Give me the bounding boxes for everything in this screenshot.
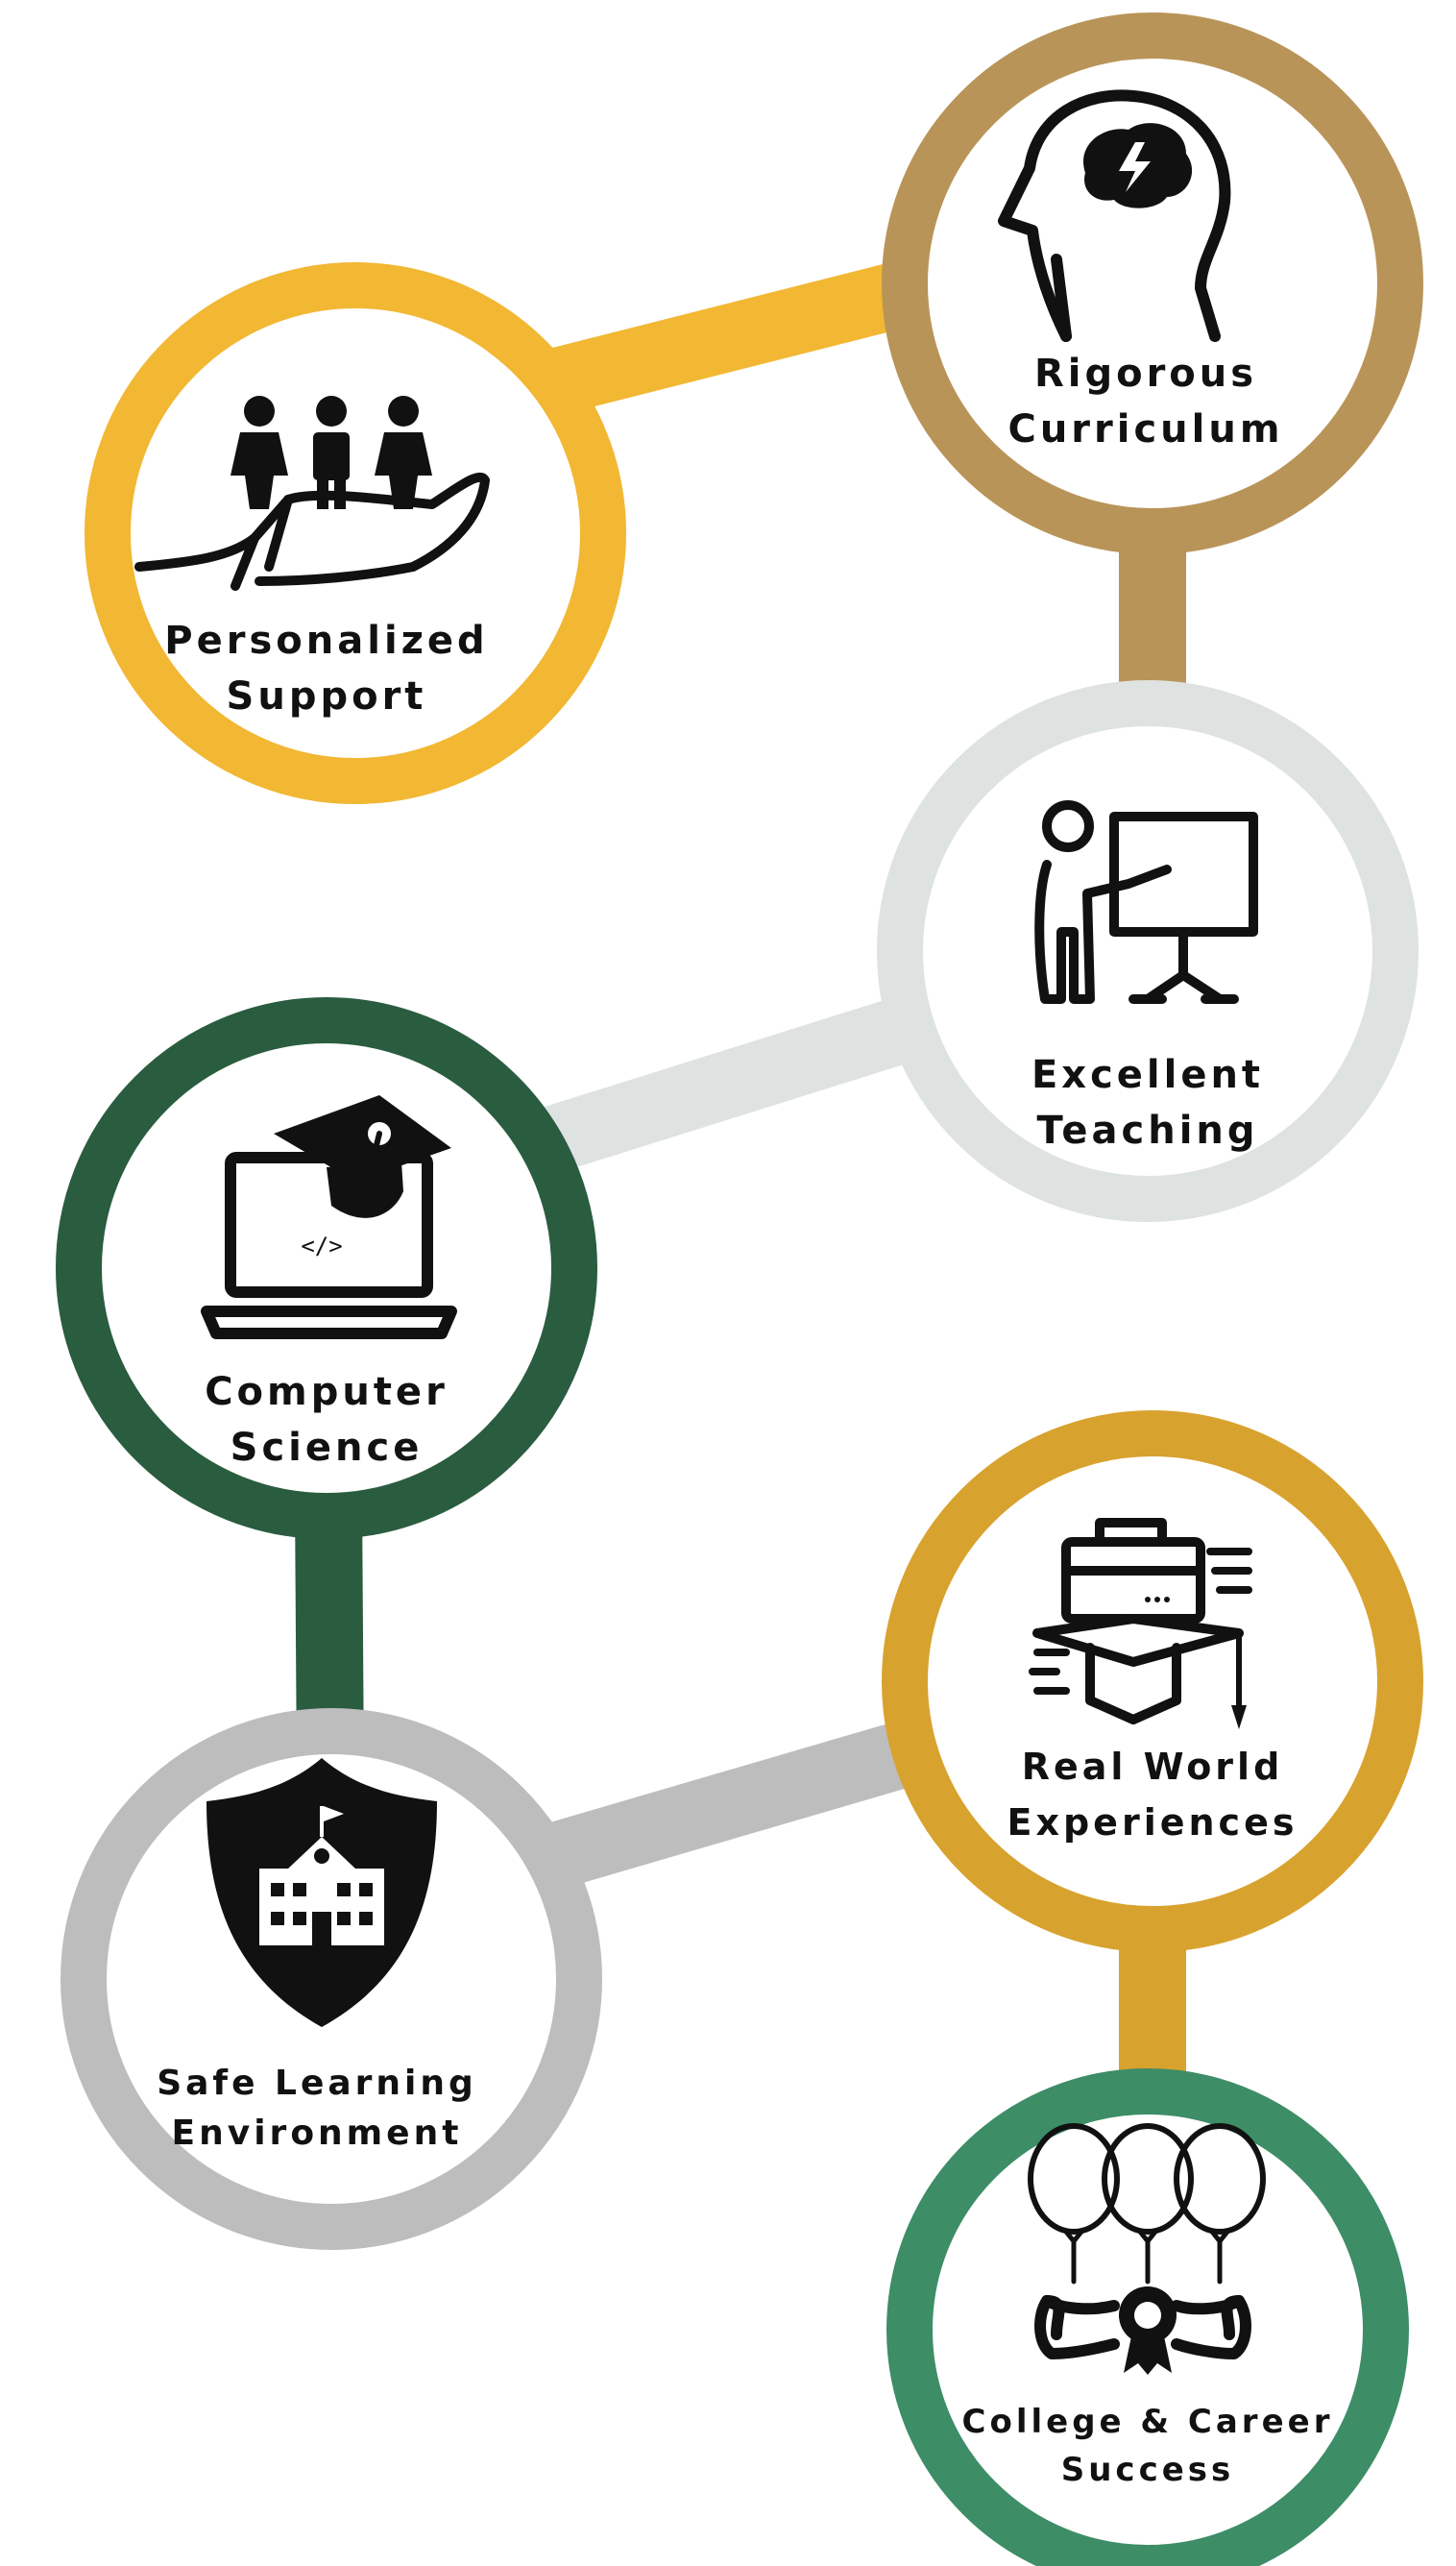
excellent-label-line2: Teaching — [1036, 1109, 1258, 1153]
node-personalized-support: Personalized Support — [85, 262, 626, 804]
node-real-world-experiences: Real World Experiences — [882, 1410, 1423, 1952]
safe-label-line2: Environment — [172, 2114, 463, 2153]
rigorous-label-line1: Rigorous — [1034, 352, 1257, 396]
node-computer-science: </> Computer Science — [56, 997, 597, 1539]
rigorous-label-line2: Curriculum — [1007, 407, 1283, 452]
node-rigorous-curriculum: Rigorous Curriculum — [882, 12, 1423, 554]
svg-text:</>: </> — [301, 1233, 342, 1259]
node-college-career-success: College & Career Success — [886, 2068, 1409, 2566]
realworld-label-line1: Real World — [1022, 1746, 1284, 1788]
briefcase-cap-icon — [1029, 1518, 1252, 1729]
computer-label-line2: Science — [231, 1426, 424, 1470]
shield-school-icon — [206, 1758, 437, 2027]
node-excellent-teaching: Excellent Teaching — [877, 680, 1419, 1222]
college-label-line1: College & Career — [962, 2403, 1334, 2441]
college-label-line2: Success — [1061, 2451, 1235, 2489]
excellent-label-line1: Excellent — [1031, 1053, 1264, 1097]
hand-holding-people-icon — [134, 396, 490, 591]
safe-label-line1: Safe Learning — [157, 2064, 477, 2103]
computer-label-line1: Computer — [205, 1370, 449, 1414]
node-safe-learning-environment: Safe Learning Environment — [61, 1708, 602, 2250]
head-brain-icon — [998, 89, 1231, 342]
realworld-label-line2: Experiences — [1007, 1801, 1298, 1844]
personalized-label-line1: Personalized — [164, 619, 488, 663]
laptop-graduation-cap-icon: </> — [201, 1095, 457, 1339]
teacher-board-icon — [1034, 800, 1258, 1004]
personalized-label-line2: Support — [227, 674, 427, 719]
balloons-diploma-icon — [1028, 2123, 1266, 2375]
